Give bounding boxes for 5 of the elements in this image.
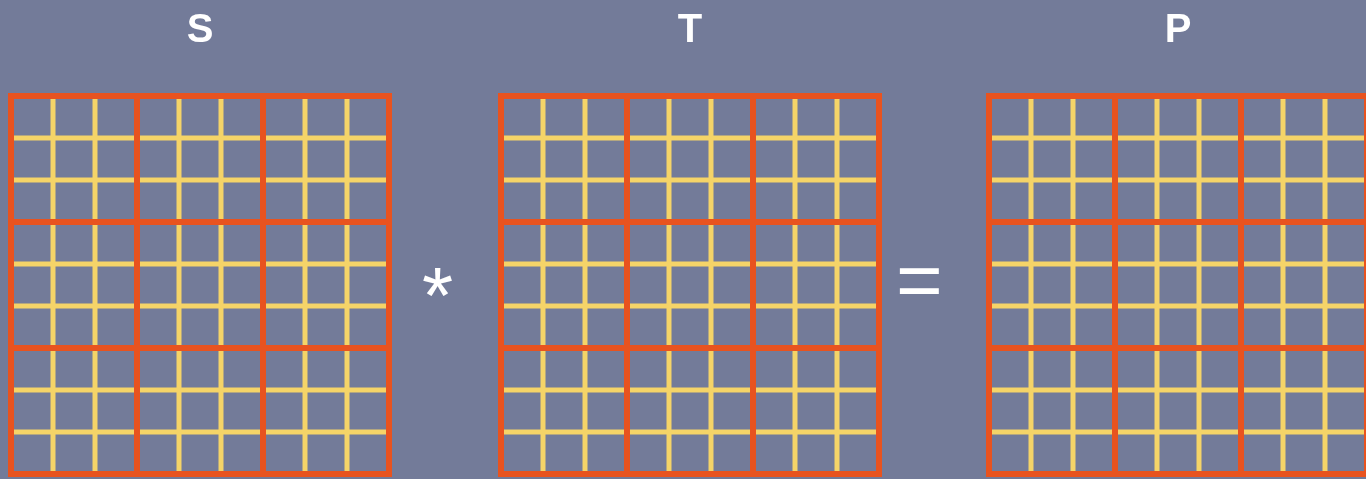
multiplication-sign: * [422, 256, 454, 336]
matrix-label: P [1164, 6, 1192, 50]
matrix-label: T [677, 6, 703, 50]
equals-sign: = [896, 240, 943, 320]
matrix-label: S [186, 6, 214, 50]
